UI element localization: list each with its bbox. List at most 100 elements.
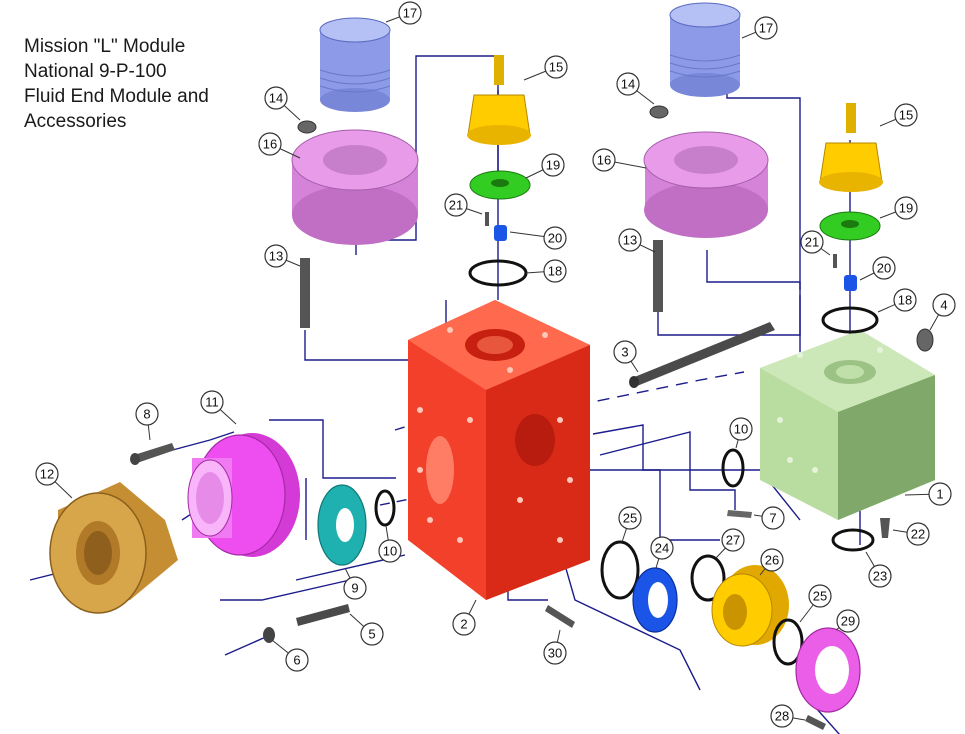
callout-circle <box>135 402 159 426</box>
callout-circle <box>760 548 784 572</box>
callout-circle <box>35 462 59 486</box>
callout-1: 1 <box>904 482 952 506</box>
callout-number: 5 <box>368 627 375 642</box>
callout-29: 29 <box>835 609 860 633</box>
callout-number: 21 <box>449 198 463 213</box>
callout-20: 20 <box>509 226 567 250</box>
callout-number: 16 <box>263 137 277 152</box>
callout-circle <box>618 506 642 530</box>
callout-number: 19 <box>546 158 560 173</box>
callout-circle <box>543 259 567 283</box>
callout-circle <box>452 612 476 636</box>
callout-number: 17 <box>759 21 773 36</box>
part-10-o-ring-left <box>374 489 396 527</box>
callout-19: 19 <box>879 196 918 220</box>
callout-circle <box>721 528 745 552</box>
part-9-teal-washer <box>317 484 367 566</box>
callout-circle <box>836 609 860 633</box>
callout-number: 8 <box>143 407 150 422</box>
part-12-gold-cap <box>49 482 178 614</box>
callout-22: 22 <box>892 522 930 546</box>
part-28-bolt <box>805 715 826 730</box>
callout-10: 10 <box>729 417 753 449</box>
callout-circle <box>928 482 952 506</box>
callout-circle <box>398 1 422 25</box>
diagram-title: Mission "L" Module National 9-P-100 Flui… <box>24 34 284 134</box>
part-15-yellow-valve-left <box>467 55 531 145</box>
callout-17: 17 <box>385 1 422 25</box>
callout-26: 26 <box>759 548 784 576</box>
part-29-pink-flange <box>795 627 861 713</box>
callout-number: 22 <box>911 527 925 542</box>
callout-number: 19 <box>899 201 913 216</box>
callout-number: 25 <box>623 511 637 526</box>
part-2-red-module <box>408 300 590 600</box>
callout-number: 11 <box>205 395 219 410</box>
callout-19: 19 <box>525 153 565 179</box>
callout-circle <box>729 417 753 441</box>
callout-number: 10 <box>383 544 397 559</box>
callout-12: 12 <box>35 462 73 499</box>
callout-circle <box>650 536 674 560</box>
callout-number: 21 <box>805 235 819 250</box>
part-8-bolt <box>130 443 175 465</box>
callout-18: 18 <box>877 288 917 313</box>
part-25-o-ring-left <box>600 540 640 600</box>
part-19-green-seat-left <box>469 170 531 200</box>
callout-18: 18 <box>525 259 567 283</box>
callout-number: 16 <box>597 153 611 168</box>
part-3-rod <box>629 322 775 388</box>
part-13-stud-right <box>653 240 663 312</box>
part-16-pink-flange-left <box>291 129 419 245</box>
part-14-nut-right <box>649 105 669 119</box>
callout-25: 25 <box>618 506 642 543</box>
callout-circle <box>894 103 918 127</box>
callout-circle <box>258 132 282 156</box>
callout-circle <box>285 648 309 672</box>
part-27-o-ring <box>690 554 726 602</box>
callout-7: 7 <box>753 506 785 530</box>
callout-number: 23 <box>873 569 887 584</box>
callout-number: 9 <box>351 581 358 596</box>
callout-number: 6 <box>293 653 300 668</box>
callout-27: 27 <box>715 528 745 559</box>
callout-circle <box>616 72 640 96</box>
callout-25: 25 <box>799 584 832 623</box>
callout-circle <box>444 193 468 217</box>
part-14-nut-left <box>297 120 317 134</box>
callout-4: 4 <box>929 293 956 331</box>
callout-14: 14 <box>616 72 655 105</box>
part-13-stud-left <box>300 258 310 328</box>
callout-number: 20 <box>548 231 562 246</box>
callout-circle <box>800 230 824 254</box>
part-30-bolt <box>545 605 575 628</box>
callout-15: 15 <box>879 103 918 127</box>
callout-number: 14 <box>621 77 635 92</box>
callout-circle <box>906 522 930 546</box>
callout-number: 13 <box>269 249 283 264</box>
callout-circle <box>543 226 567 250</box>
callout-circle <box>868 564 892 588</box>
callout-30: 30 <box>543 629 567 665</box>
part-5-stud <box>296 604 350 626</box>
callout-circle <box>343 576 367 600</box>
callout-circle <box>544 55 568 79</box>
callout-number: 14 <box>269 91 283 106</box>
callout-circle <box>754 16 778 40</box>
callout-circle <box>932 293 956 317</box>
callout-circle <box>264 86 288 110</box>
callout-number: 13 <box>623 233 637 248</box>
callout-15: 15 <box>523 55 568 81</box>
callout-6: 6 <box>271 639 309 672</box>
callout-13: 13 <box>618 228 656 253</box>
callout-number: 18 <box>898 293 912 308</box>
part-18-o-ring-right <box>821 306 879 334</box>
part-22-bolt <box>880 518 890 538</box>
callout-circle <box>360 622 384 646</box>
callout-2: 2 <box>452 599 477 636</box>
callout-circle <box>543 641 567 665</box>
callout-number: 28 <box>775 709 789 724</box>
part-10-o-ring-right <box>721 448 745 488</box>
